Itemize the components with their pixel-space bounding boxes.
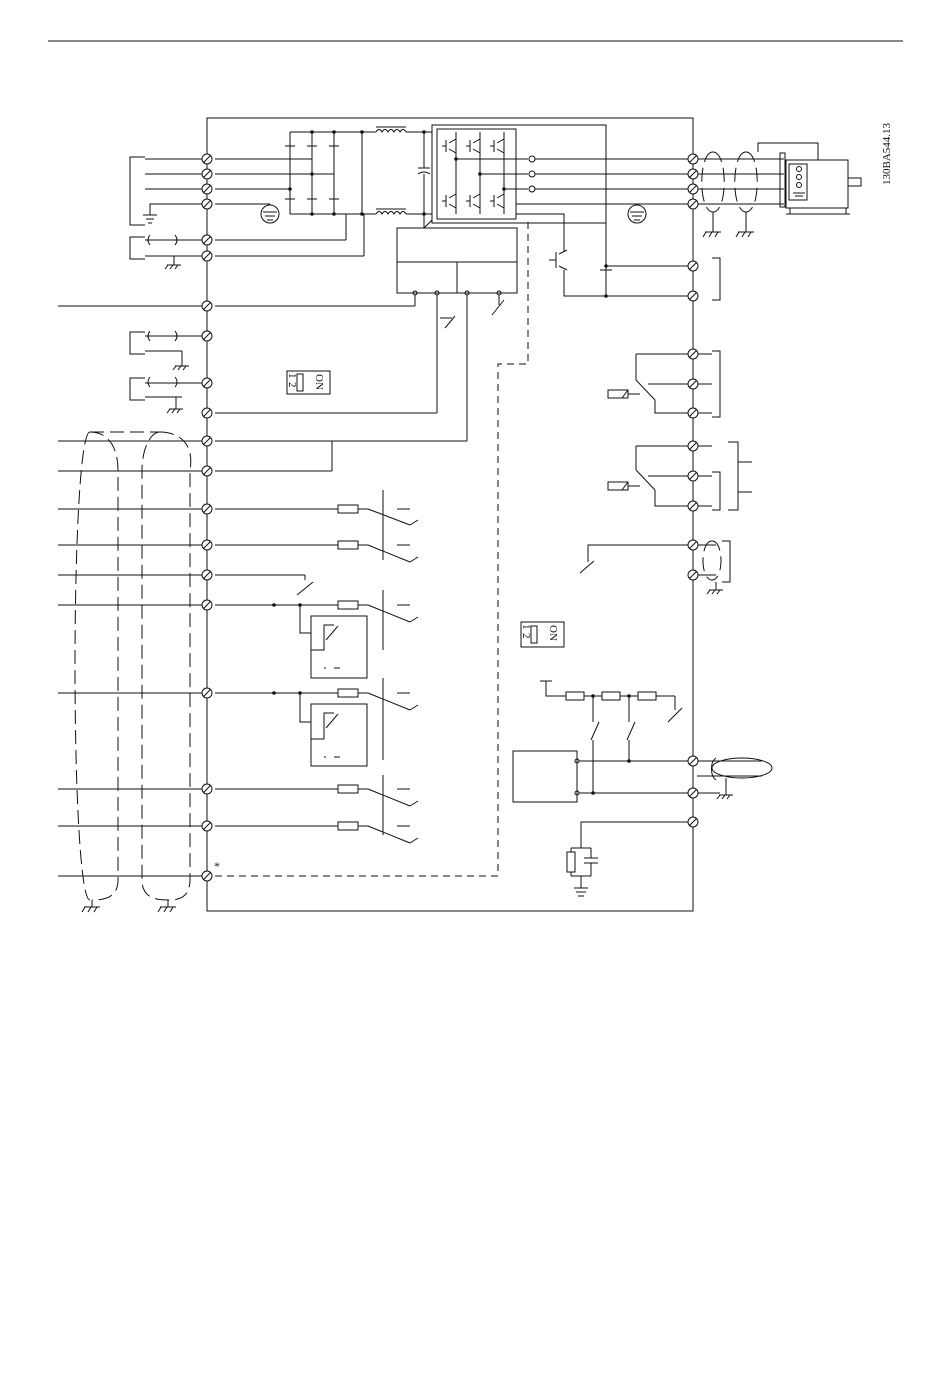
dc-link-chokes <box>362 127 432 214</box>
relay-2 <box>608 442 752 510</box>
analog-output <box>580 541 730 594</box>
drive-enclosure <box>207 118 693 911</box>
rs485-network <box>513 681 772 802</box>
rectifier-bridge <box>285 130 364 216</box>
dip-switch-lower: 1 2 ON <box>520 622 564 647</box>
terminal-group <box>202 154 698 881</box>
dip-switch-upper-position-2: 2 <box>286 382 298 388</box>
svg-text:*: * <box>214 859 220 873</box>
dip-switch-upper-label: ON <box>313 374 325 390</box>
dip-switch-upper: 1 2 ON <box>286 371 330 394</box>
inverter-igbt-block <box>432 125 689 296</box>
internal-ground-link: * <box>214 220 528 876</box>
control-io-wiring <box>58 432 207 912</box>
dip-switch-lower-position-2: 2 <box>520 633 532 639</box>
aux-supply-input <box>130 235 207 269</box>
rc-earth-network <box>567 822 689 896</box>
control-board <box>397 214 517 441</box>
dip-switch-lower-label: ON <box>547 625 559 641</box>
relay-1 <box>608 351 720 417</box>
document-id: 130BA544.13 <box>881 122 893 185</box>
motor-output <box>697 152 785 237</box>
mains-input <box>130 157 334 225</box>
dip-switch-upper-position-1: 1 <box>286 373 298 379</box>
analog-input-pair-2 <box>130 377 207 413</box>
brake-chopper <box>516 214 720 300</box>
earth-symbol-right <box>628 204 646 223</box>
analog-input-pair-1 <box>130 331 207 370</box>
dc-link-capacitor <box>418 130 430 228</box>
digital-input-circuits <box>215 490 418 843</box>
motor-icon <box>758 143 861 214</box>
dip-switch-lower-position-1: 1 <box>520 624 532 630</box>
